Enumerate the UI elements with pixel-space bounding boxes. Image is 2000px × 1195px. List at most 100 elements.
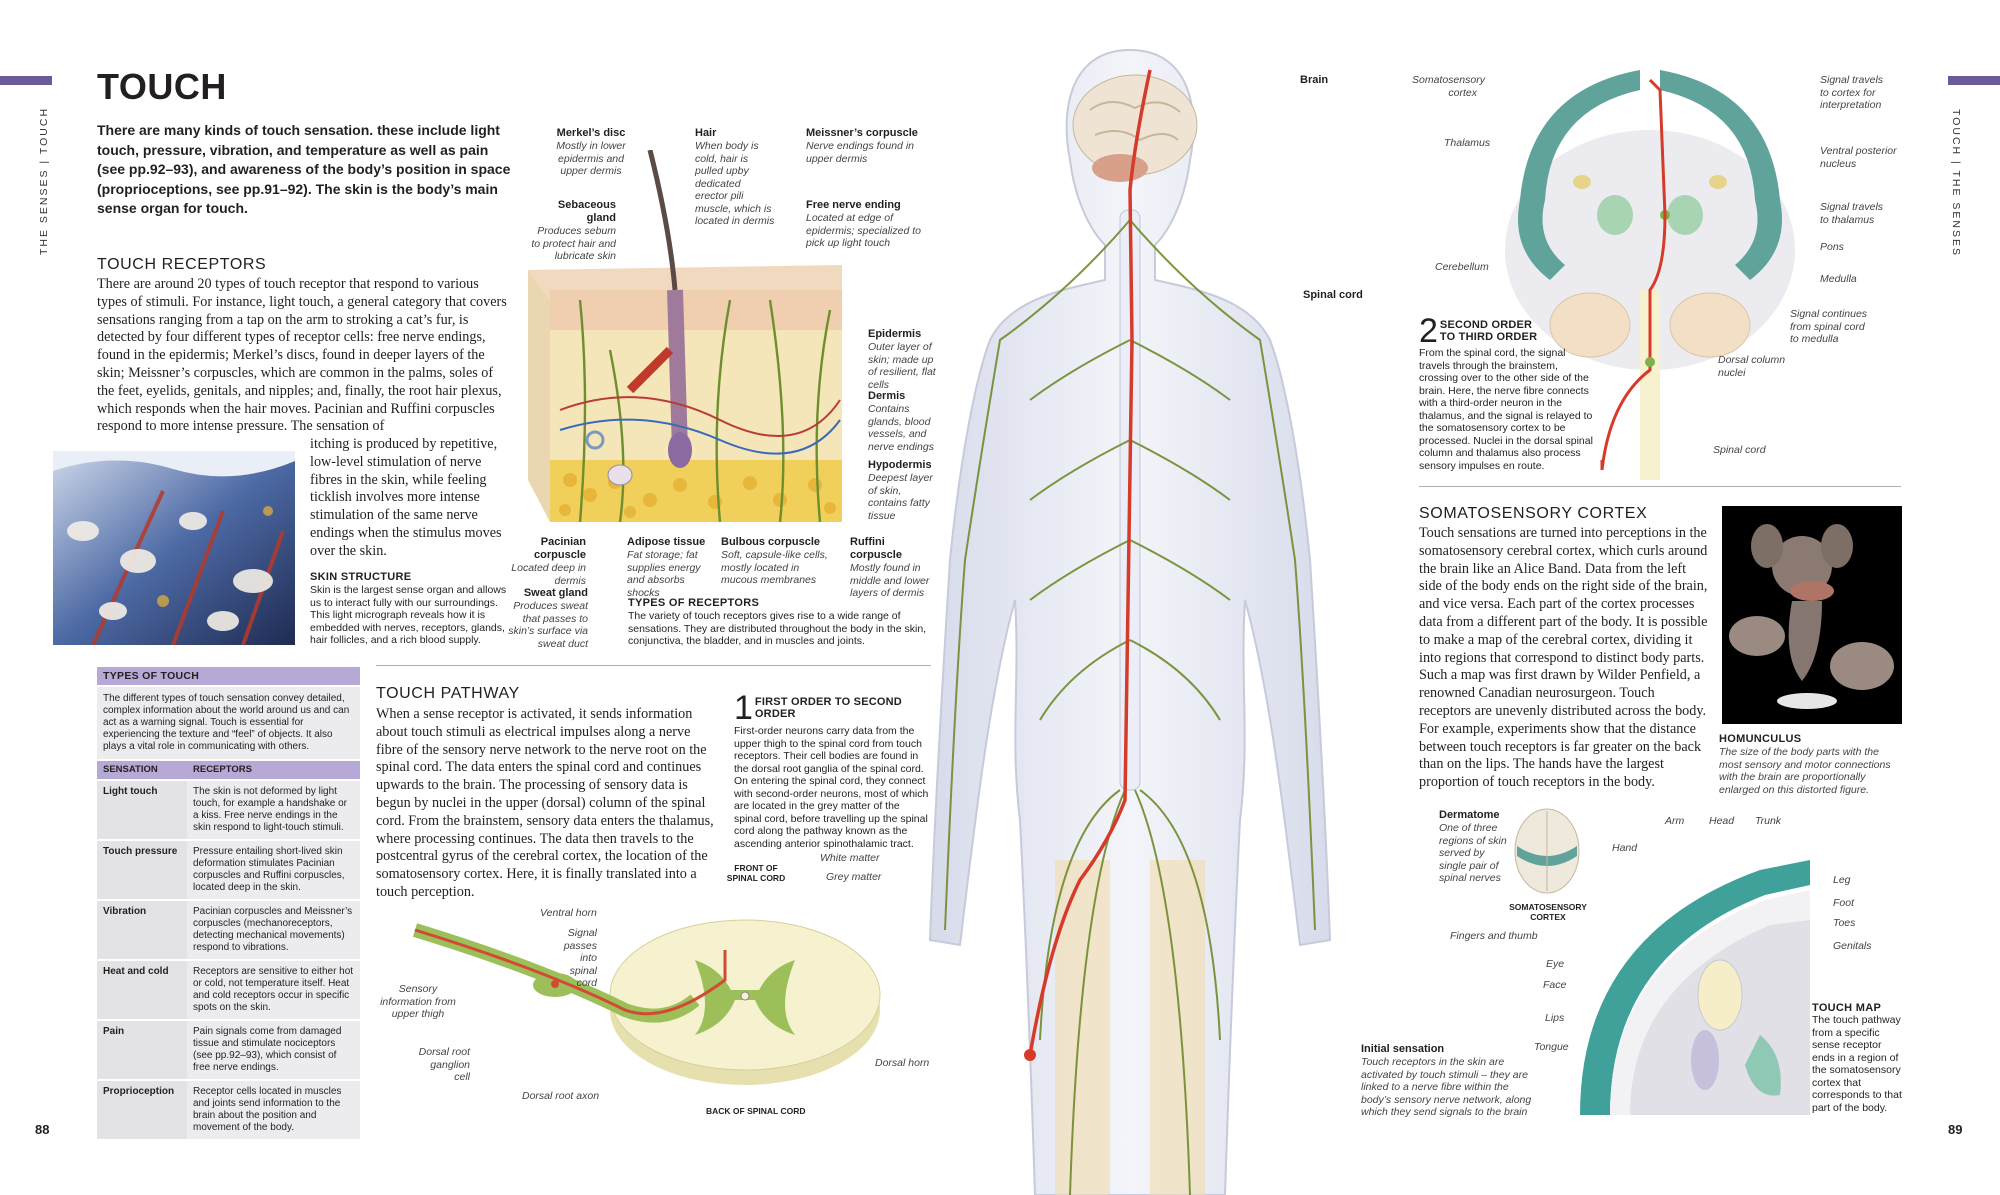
label-thalamus: Thalamus bbox=[1444, 137, 1491, 149]
types-of-receptors-text: The variety of touch receptors gives ris… bbox=[628, 610, 927, 647]
homunculus-title: HOMUNCULUS bbox=[1719, 733, 1802, 745]
label-dorsal-horn: Dorsal horn bbox=[875, 1057, 930, 1069]
small-brain-image bbox=[1512, 806, 1582, 901]
touch-map-caption: TOUCH MAP The touch pathway from a speci… bbox=[1812, 1002, 1902, 1114]
table-row: Light touch The skin is not deformed by … bbox=[97, 781, 360, 839]
touch-receptors-text: There are around 20 types of touch recep… bbox=[97, 276, 507, 435]
intro-text: There are many kinds of touch sensation.… bbox=[97, 122, 511, 216]
skin-structure-title: SKIN STRUCTURE bbox=[310, 571, 412, 583]
receptors-cell: Pain signals come from damaged tissue an… bbox=[187, 1021, 360, 1079]
label-dermis: Dermis Contains glands, blood vessels, a… bbox=[868, 390, 934, 453]
label-ruffini-corpuscle: Ruffini corpuscle Mostly found in middle… bbox=[850, 536, 930, 599]
label-pons: Pons bbox=[1820, 241, 1844, 253]
label-grey-matter: Grey matter bbox=[826, 871, 882, 883]
somatosensory-heading: SOMATOSENSORY CORTEX bbox=[1419, 505, 1648, 522]
step-2-text: From the spinal cord, the signal travels… bbox=[1419, 347, 1593, 472]
body-nervous-system-figure bbox=[920, 40, 1340, 1195]
table-row: Vibration Pacinian corpuscles and Meissn… bbox=[97, 901, 360, 959]
label-signal-to-thalamus: Signal travels to thalamus bbox=[1820, 201, 1884, 226]
step-2-box: 2 SECOND ORDER TO THIRD ORDER From the s… bbox=[1419, 312, 1597, 472]
sensation-cell: Vibration bbox=[97, 901, 187, 959]
somatosensory-text: Touch sensations are turned into percept… bbox=[1419, 525, 1708, 791]
label-somatosensory-cortex-small: SOMATOSENSORY CORTEX bbox=[1509, 902, 1587, 922]
table-row: Heat and cold Receptors are sensitive to… bbox=[97, 961, 360, 1019]
col-receptors-header: RECEPTORS bbox=[187, 761, 360, 779]
label-dorsal-root-ganglion: Dorsal root ganglion cell bbox=[418, 1046, 470, 1083]
step-1-text: First-order neurons carry data from the … bbox=[734, 725, 929, 850]
label-pacinian-corpuscle: Pacinian corpuscle Located deep in dermi… bbox=[511, 536, 586, 587]
table-row: Proprioception Receptor cells located in… bbox=[97, 1081, 360, 1139]
running-head-right: TOUCH | THE SENSES bbox=[1950, 109, 1962, 258]
label-sensory-information: Sensory information from upper thigh bbox=[380, 983, 456, 1020]
label-front-spinal-cord: FRONT OF SPINAL CORD bbox=[726, 863, 786, 883]
label-merkels-disc: Merkel’s disc Mostly in lower epidermis … bbox=[556, 127, 626, 177]
label-medulla: Medulla bbox=[1820, 273, 1857, 285]
label-ventral-posterior-nucleus: Ventral posterior nucleus bbox=[1820, 145, 1897, 170]
divider-left-middle bbox=[376, 665, 931, 666]
label-brain: Brain bbox=[1300, 74, 1329, 86]
table-row: Pain Pain signals come from damaged tiss… bbox=[97, 1021, 360, 1079]
col-sensation-header: SENSATION bbox=[97, 761, 187, 779]
step-1-title-1: FIRST ORDER TO SECOND bbox=[754, 696, 902, 708]
label-spinal-cord-body: Spinal cord bbox=[1303, 289, 1363, 301]
step-1-title-2: ORDER bbox=[754, 708, 796, 720]
skin-micrograph-image bbox=[53, 451, 295, 645]
touch-receptors-heading: TOUCH RECEPTORS bbox=[97, 256, 267, 273]
label-somatosensory-cortex-brain: Somatosensory cortex bbox=[1412, 74, 1485, 99]
label-dorsal-root-axon: Dorsal root axon bbox=[522, 1090, 600, 1102]
divider-right bbox=[1419, 486, 1901, 487]
label-meissners-corpuscle: Meissner’s corpuscle Nerve endings found… bbox=[806, 127, 918, 165]
label-dermatome: Dermatome One of three regions of skin s… bbox=[1439, 809, 1507, 884]
label-cerebellum: Cerebellum bbox=[1435, 261, 1489, 273]
step-1-number: 1 bbox=[734, 689, 753, 727]
label-back-spinal-cord: BACK OF SPINAL CORD bbox=[706, 1106, 806, 1116]
label-dorsal-column-nuclei: Dorsal column nuclei bbox=[1718, 354, 1786, 379]
label-bulbous-corpuscle: Bulbous corpuscle Soft, capsule-like cel… bbox=[721, 536, 828, 586]
accent-bar-left bbox=[0, 76, 52, 85]
label-free-nerve-ending: Free nerve ending Located at edge of epi… bbox=[806, 199, 921, 249]
running-head-left: THE SENSES | TOUCH bbox=[38, 106, 50, 255]
receptors-cell: Pacinian corpuscles and Meissner’s corpu… bbox=[187, 901, 360, 959]
map-label-tongue: Tongue bbox=[1534, 1041, 1569, 1053]
types-of-touch-panel: TYPES OF TOUCH The different types of to… bbox=[97, 667, 360, 1141]
types-of-touch-heading: TYPES OF TOUCH bbox=[97, 667, 360, 685]
touch-pathway-text: When a sense receptor is activated, it s… bbox=[376, 706, 714, 900]
homunculus-image bbox=[1722, 506, 1902, 724]
label-signal-continues: Signal continues from spinal cord to med… bbox=[1790, 308, 1868, 345]
step-2-number: 2 bbox=[1419, 312, 1438, 350]
map-label-leg: Leg bbox=[1833, 874, 1851, 886]
map-label-genitals: Genitals bbox=[1833, 940, 1872, 952]
receptors-cell: The skin is not deformed by light touch,… bbox=[187, 781, 360, 839]
sensation-cell: Proprioception bbox=[97, 1081, 187, 1139]
step-1-box: 1 FIRST ORDER TO SECOND ORDER First-orde… bbox=[734, 689, 930, 850]
label-adipose-tissue: Adipose tissue Fat storage; fat supplies… bbox=[627, 536, 706, 599]
types-of-touch-intro: The different types of touch sensation c… bbox=[97, 687, 360, 759]
label-spinal-cord-brain: Spinal cord bbox=[1713, 444, 1766, 456]
map-label-eye: Eye bbox=[1546, 958, 1565, 970]
step-2-title-2: TO THIRD ORDER bbox=[1439, 331, 1538, 343]
spinal-cord-diagram bbox=[395, 860, 915, 1120]
label-signal-to-cortex: Signal travels to cortex for interpretat… bbox=[1820, 74, 1884, 111]
label-ventral-horn: Ventral horn bbox=[540, 907, 597, 919]
accent-bar-right bbox=[1948, 76, 2000, 85]
skin-cross-section-diagram bbox=[520, 149, 850, 530]
map-label-arm: Arm bbox=[1665, 815, 1685, 827]
homunculus-text: The size of the body parts with the most… bbox=[1719, 746, 1891, 796]
map-label-fingers: Fingers and thumb bbox=[1450, 930, 1538, 942]
receptors-cell: Receptor cells located in muscles and jo… bbox=[187, 1081, 360, 1139]
map-label-head: Head bbox=[1709, 815, 1735, 827]
sensation-cell: Heat and cold bbox=[97, 961, 187, 1019]
touch-map-diagram bbox=[1570, 845, 1820, 1115]
touch-pathway-heading: TOUCH PATHWAY bbox=[376, 685, 520, 702]
map-label-toes: Toes bbox=[1833, 917, 1856, 929]
touch-receptors-text-continued: itching is produced by repetitive, low-l… bbox=[310, 436, 502, 559]
label-white-matter: White matter bbox=[820, 852, 880, 864]
page-number-left: 88 bbox=[35, 1122, 50, 1137]
map-label-foot: Foot bbox=[1833, 897, 1855, 909]
label-signal-passes: Signal passes into spinal cord bbox=[563, 927, 597, 989]
page-title: TOUCH bbox=[97, 66, 227, 107]
types-of-receptors-title: TYPES OF RECEPTORS bbox=[628, 597, 760, 609]
map-label-trunk: Trunk bbox=[1755, 815, 1782, 827]
table-row: Touch pressure Pressure entailing short-… bbox=[97, 841, 360, 899]
map-label-hand: Hand bbox=[1612, 842, 1638, 854]
